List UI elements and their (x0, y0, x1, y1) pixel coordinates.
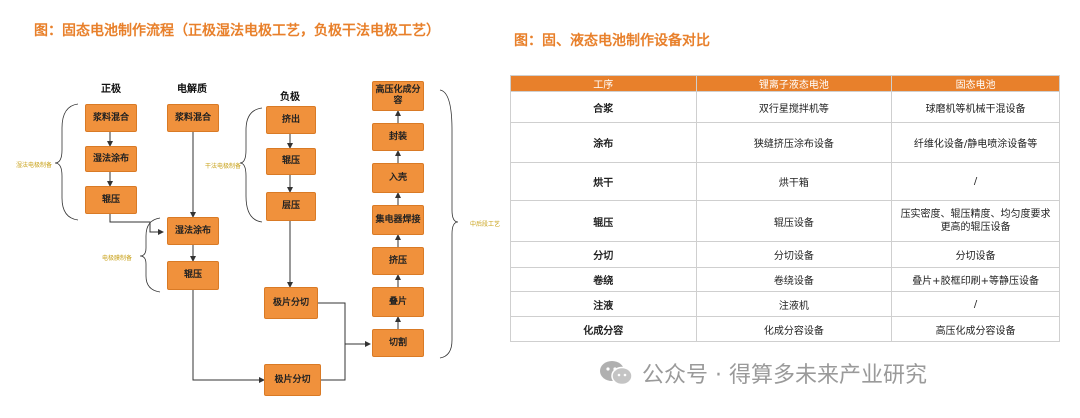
table-row: 合浆 双行星搅拌机等 球磨机等机械干混设备 (510, 91, 1060, 123)
electrolyte-wet-coating-node: 湿法涂布 (167, 217, 219, 245)
process-cell: 分切 (510, 241, 697, 268)
solid-equipment-cell: 分切设备 (891, 241, 1060, 268)
solid-equipment-cell: / (891, 291, 1060, 317)
table-row: 辊压 辊压设备 压实密度、辊压精度、均匀度要求更高的辊压设备 (510, 200, 1060, 242)
equipment-comparison-table: 工序 锂离子液态电池 固态电池 合浆 双行星搅拌机等 球磨机等机械干混设备 涂布… (510, 75, 1060, 342)
dry-process-label: 干法电极制备 (205, 163, 242, 170)
table-row: 注液 注液机 / (510, 291, 1060, 317)
table-header-row: 工序 锂离子液态电池 固态电池 (510, 75, 1060, 92)
liquid-equipment-cell: 化成分容设备 (695, 316, 893, 342)
liquid-equipment-cell: 辊压设备 (695, 200, 893, 242)
liquid-equipment-cell: 烘干箱 (695, 162, 893, 201)
collector-welding-node: 集电器焊接 (372, 205, 424, 235)
pressing-node: 挤压 (372, 247, 424, 275)
anode-column-header: 负极 (280, 92, 300, 103)
anode-rolling-node: 辊压 (266, 148, 316, 175)
solid-equipment-cell: 球磨机等机械干混设备 (891, 91, 1060, 123)
wechat-icon (600, 361, 633, 386)
process-cell: 合浆 (510, 91, 697, 123)
mid-back-process-label: 中后段工艺 (470, 221, 501, 228)
wet-process-label: 湿法电极制备 (16, 162, 53, 169)
solid-equipment-cell: 纤维化设备/静电喷涂设备等 (891, 122, 1060, 163)
cutting-node: 切割 (372, 329, 424, 357)
process-flow-connectors (54, 89, 459, 383)
header-process: 工序 (510, 75, 697, 92)
electrolyte-column-header: 电解质 (177, 84, 207, 95)
casing-node: 入壳 (372, 163, 424, 193)
cathode-column-header: 正极 (101, 84, 121, 95)
anode-lamination-node: 层压 (266, 192, 316, 221)
header-solid-battery: 固态电池 (891, 75, 1060, 92)
group-brackets (54, 89, 459, 359)
electrolyte-film-label: 电极膜制备 (102, 255, 133, 262)
packaging-node: 封装 (372, 123, 424, 151)
solid-equipment-cell: 高压化成分容设备 (891, 316, 1060, 342)
electrolyte-rolling-node: 辊压 (167, 261, 219, 290)
table-row: 烘干 烘干箱 / (510, 162, 1060, 201)
anode-slitting-node: 极片分切 (264, 287, 318, 319)
right-figure-title: 图：固、液态电池制作设备对比 (514, 33, 710, 49)
stacking-node: 叠片 (372, 287, 424, 317)
process-cell: 涂布 (510, 122, 697, 163)
process-cell: 卷绕 (510, 267, 697, 292)
liquid-equipment-cell: 分切设备 (695, 241, 893, 268)
table-row: 分切 分切设备 分切设备 (510, 241, 1060, 268)
electrolyte-slitting-node: 极片分切 (264, 364, 321, 396)
cathode-rolling-node: 辊压 (85, 186, 137, 214)
liquid-equipment-cell: 注液机 (695, 291, 893, 317)
table-row: 卷绕 卷绕设备 叠片+胶框印刷+等静压设备 (510, 267, 1060, 292)
solid-equipment-cell: / (891, 162, 1060, 201)
cathode-wet-coating-node: 湿法涂布 (85, 146, 137, 172)
electrolyte-slurry-mixing-node: 浆料混合 (167, 104, 219, 132)
header-liquid-battery: 锂离子液态电池 (695, 75, 893, 92)
process-cell: 烘干 (510, 162, 697, 201)
liquid-equipment-cell: 卷绕设备 (695, 267, 893, 292)
solid-equipment-cell: 压实密度、辊压精度、均匀度要求更高的辊压设备 (891, 200, 1060, 242)
anode-extrusion-node: 挤出 (266, 106, 316, 134)
table-row: 涂布 狭缝挤压涂布设备 纤维化设备/静电喷涂设备等 (510, 122, 1060, 163)
process-cell: 辊压 (510, 200, 697, 242)
process-cell: 注液 (510, 291, 697, 317)
cathode-slurry-mixing-node: 浆料混合 (85, 104, 137, 132)
table-row: 化成分容 化成分容设备 高压化成分容设备 (510, 316, 1060, 342)
high-pressure-formation-node: 高压化成分容 (372, 81, 424, 111)
watermark: 公众号 · 得算多未来产业研究 (598, 357, 927, 389)
solid-equipment-cell: 叠片+胶框印刷+等静压设备 (891, 267, 1060, 292)
watermark-text: 公众号 · 得算多未来产业研究 (642, 363, 927, 388)
process-cell: 化成分容 (510, 316, 697, 342)
liquid-equipment-cell: 双行星搅拌机等 (695, 91, 893, 123)
left-figure-title: 图：固态电池制作流程（正极湿法电极工艺，负极干法电极工艺） (34, 23, 440, 39)
liquid-equipment-cell: 狭缝挤压涂布设备 (695, 122, 893, 163)
